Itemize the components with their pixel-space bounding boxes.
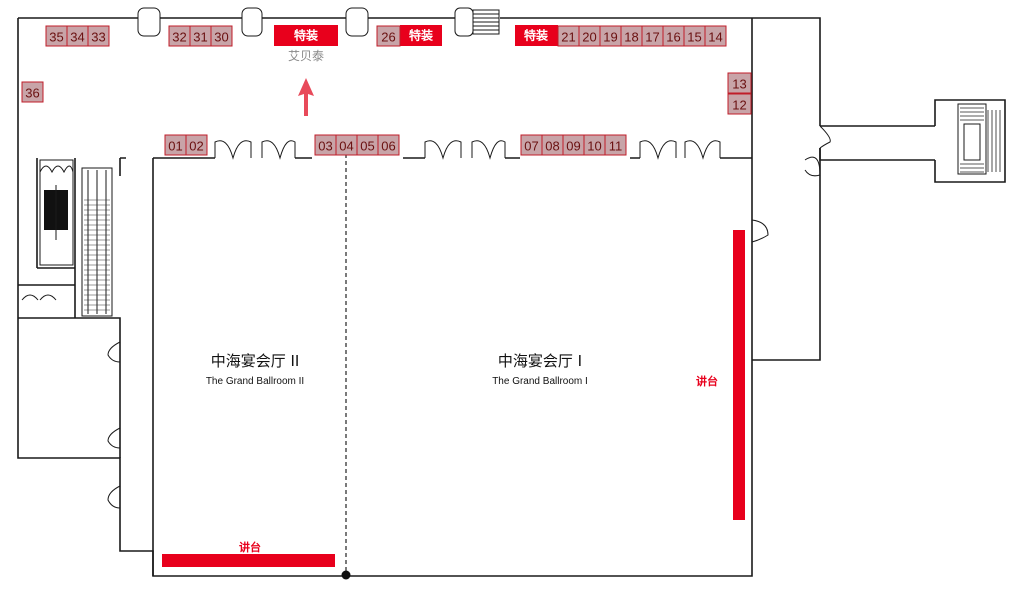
top-doors <box>137 7 500 37</box>
booth-19[interactable]: 19 <box>599 25 622 47</box>
booth-33[interactable]: 33 <box>87 25 110 47</box>
escalator-core <box>21 159 113 317</box>
top-stair-icon <box>472 9 500 35</box>
booth-label: 18 <box>624 30 638 45</box>
booth-label: 16 <box>666 30 680 45</box>
booth-02[interactable]: 02 <box>185 134 208 156</box>
booth-label: 12 <box>732 98 746 113</box>
booth-label: 17 <box>645 30 659 45</box>
special-booth-3-label: 特装 <box>524 28 548 43</box>
hall-ii-name-cn: 中海宴会厅 II <box>211 352 300 370</box>
booth-label: 30 <box>214 30 228 45</box>
stage-ballroom-ii <box>162 554 335 567</box>
booth-label: 09 <box>566 139 580 154</box>
booth-03[interactable]: 03 <box>314 134 337 156</box>
booth-10[interactable]: 10 <box>583 134 606 156</box>
booth-01[interactable]: 01 <box>164 134 187 156</box>
brand-label: 艾贝泰 <box>288 49 324 63</box>
special-booth-2-label: 特装 <box>409 28 433 43</box>
arrow-up-icon <box>298 78 314 116</box>
escalator-steps <box>84 199 110 311</box>
booth-13[interactable]: 13 <box>727 72 752 94</box>
booth-label: 08 <box>545 139 559 154</box>
booth-label: 05 <box>360 139 374 154</box>
booth-26[interactable]: 26 <box>376 25 401 47</box>
booth-08[interactable]: 08 <box>541 134 564 156</box>
booth-06[interactable]: 06 <box>377 134 400 156</box>
booth-label: 06 <box>381 139 395 154</box>
booth-label: 01 <box>168 139 182 154</box>
booth-05[interactable]: 05 <box>356 134 379 156</box>
booth-label: 03 <box>318 139 332 154</box>
booth-label: 32 <box>172 30 186 45</box>
ballroom-doors <box>214 140 721 160</box>
walls <box>17 17 1006 577</box>
booth-label: 13 <box>732 77 746 92</box>
special-booth-1[interactable]: 特装 <box>274 25 338 46</box>
hall-ii-name-en: The Grand Ballroom II <box>206 376 304 387</box>
booth-label: 34 <box>70 30 84 45</box>
booth-label: 21 <box>561 30 575 45</box>
booth-34[interactable]: 34 <box>66 25 89 47</box>
booth-21[interactable]: 21 <box>557 25 580 47</box>
booth-30[interactable]: 30 <box>210 25 233 47</box>
booth-15[interactable]: 15 <box>683 25 706 47</box>
booth-17[interactable]: 17 <box>641 25 664 47</box>
booth-35[interactable]: 35 <box>45 25 68 47</box>
booth-16[interactable]: 16 <box>662 25 685 47</box>
booth-04[interactable]: 04 <box>335 134 358 156</box>
stage-label-ii: 讲台 <box>239 540 261 554</box>
booth-label: 11 <box>609 139 623 154</box>
booth-label: 31 <box>193 30 207 45</box>
hall-i-name-en: The Grand Ballroom I <box>492 376 588 387</box>
stage-ballroom-i <box>733 230 745 520</box>
booth-label: 04 <box>339 139 353 154</box>
booth-label: 19 <box>603 30 617 45</box>
special-booth-2[interactable]: 特装 <box>400 25 442 46</box>
booth-32[interactable]: 32 <box>168 25 191 47</box>
booth-14[interactable]: 14 <box>704 25 727 47</box>
hall-ballroom-i[interactable]: 中海宴会厅 I The Grand Ballroom I <box>492 352 588 387</box>
stair-tower <box>957 103 1001 175</box>
booths: 35 34 33 32 31 30 26 21 20 19 18 17 16 15 14 36 13 12 01 02… <box>21 25 752 156</box>
stage-label-i: 讲台 <box>696 374 718 388</box>
booth-label: 26 <box>381 30 395 45</box>
booth-18[interactable]: 18 <box>620 25 643 47</box>
booth-12[interactable]: 12 <box>727 93 752 115</box>
booth-09[interactable]: 09 <box>562 134 585 156</box>
booth-label: 07 <box>524 139 538 154</box>
booth-label: 33 <box>91 30 105 45</box>
booth-label: 35 <box>49 30 63 45</box>
booth-label: 02 <box>189 139 203 154</box>
booth-11[interactable]: 11 <box>604 134 627 156</box>
special-booth-1-label: 特装 <box>294 28 318 43</box>
hall-ballroom-ii[interactable]: 中海宴会厅 II The Grand Ballroom II <box>206 352 304 387</box>
booth-20[interactable]: 20 <box>578 25 601 47</box>
booth-label: 36 <box>25 86 39 101</box>
booth-31[interactable]: 31 <box>189 25 212 47</box>
booth-07[interactable]: 07 <box>520 134 543 156</box>
hall-i-name-cn: 中海宴会厅 I <box>498 352 582 370</box>
divider-node-bottom <box>341 570 351 580</box>
booth-label: 15 <box>687 30 701 45</box>
booth-label: 20 <box>582 30 596 45</box>
booth-label: 10 <box>587 139 601 154</box>
booth-36[interactable]: 36 <box>21 81 44 103</box>
booth-label: 14 <box>708 30 722 45</box>
special-booth-3[interactable]: 特装 <box>515 25 558 46</box>
